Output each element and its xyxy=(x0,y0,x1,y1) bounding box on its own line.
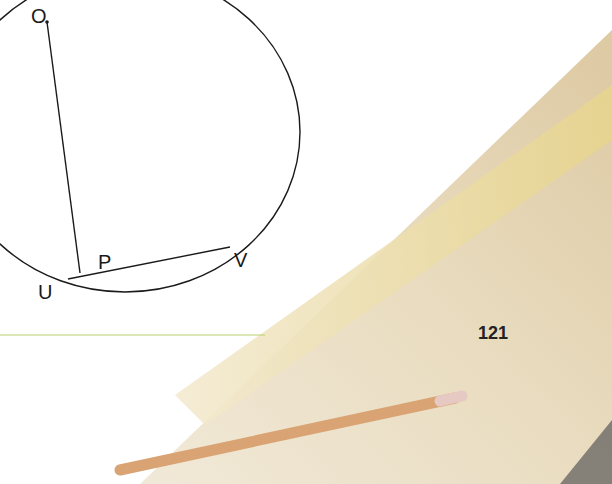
point-label: V xyxy=(234,250,247,270)
chord xyxy=(68,247,230,279)
segment-op xyxy=(47,22,80,273)
rule-line xyxy=(0,335,265,336)
pencil xyxy=(120,398,455,470)
point-label: P xyxy=(98,252,111,272)
point-label: U xyxy=(38,282,52,302)
ruler xyxy=(175,85,612,425)
circle xyxy=(0,0,300,292)
page-number: 121 xyxy=(478,324,508,342)
pencil-eraser xyxy=(440,396,462,401)
pen xyxy=(560,420,612,484)
point-label: O xyxy=(31,6,47,26)
